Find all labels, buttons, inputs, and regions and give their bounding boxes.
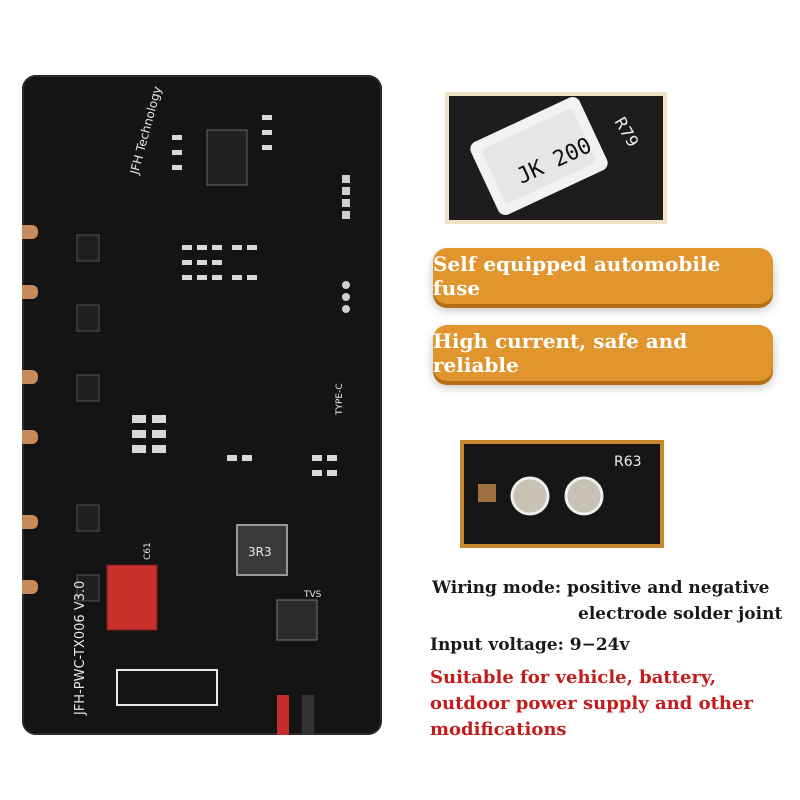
pcb-board-image: 3R3 TVS JFH Technology JFH-PWC-TX006 V3.… — [22, 75, 382, 735]
fuse-badge: Self equipped automobile fuse — [433, 248, 773, 304]
usage-line3: modifications — [430, 719, 567, 740]
usage-line1: Suitable for vehicle, battery, — [430, 667, 716, 688]
typec-label: TYPE-C — [335, 383, 345, 416]
cap-label: C61 — [143, 542, 153, 560]
tvs-label: TVS — [303, 590, 322, 600]
board-model-text: JFH-PWC-TX006 V3.0 — [73, 581, 88, 716]
board-brand-text: JFH Technology — [127, 85, 164, 177]
input-voltage-text: Input voltage: 9−24v — [430, 635, 630, 655]
fuse-closeup-image: JK 200 R79 — [445, 92, 667, 224]
inductor-label: 3R3 — [248, 545, 272, 559]
usage-line2: outdoor power supply and other — [430, 693, 753, 714]
wiring-mode-line1: Wiring mode: positive and negative — [432, 578, 770, 598]
resistor-ref2-text: R63 — [614, 454, 642, 470]
current-badge: High current, safe and reliable — [433, 325, 773, 381]
wiring-mode-line2: electrode solder joint — [578, 604, 783, 624]
solder-pad-closeup-image: R63 — [460, 440, 664, 548]
